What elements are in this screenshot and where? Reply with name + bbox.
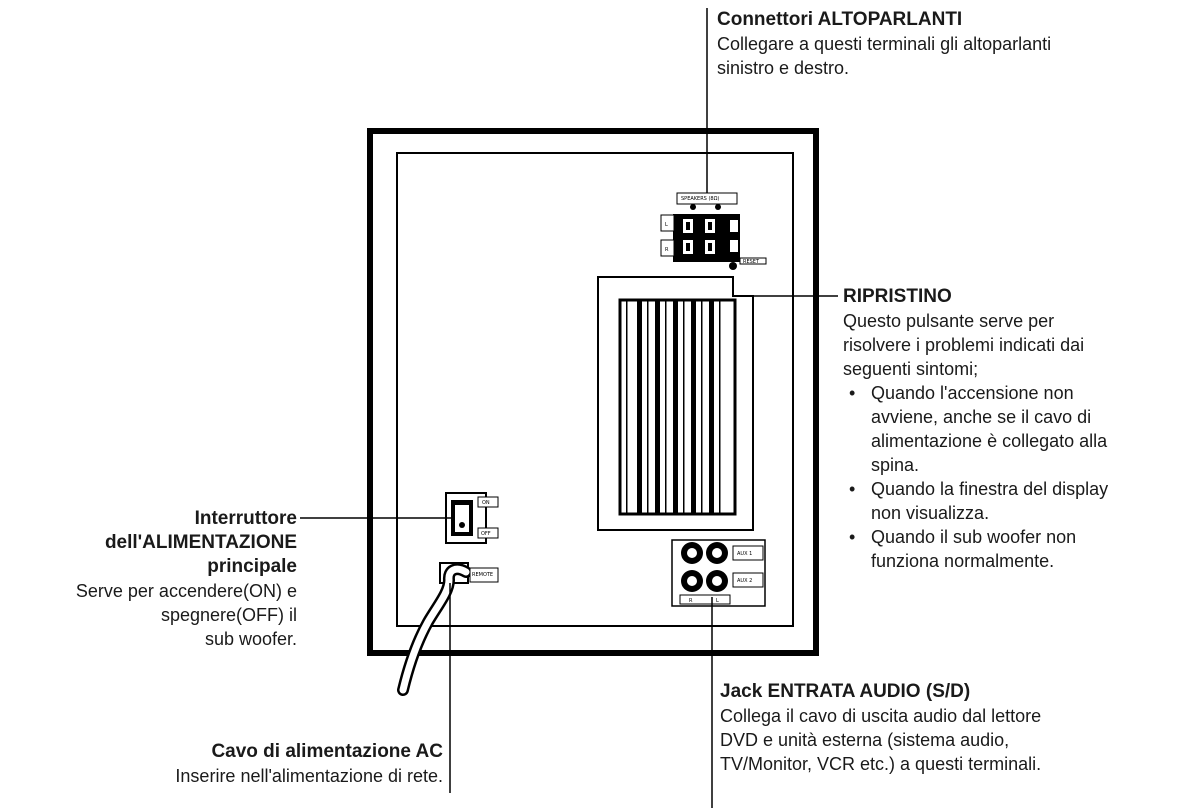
reset-callout: RIPRISTINO Questo pulsante serve per ris… [843, 285, 1173, 573]
audio-in-callout: Jack ENTRATA AUDIO (S/D) Collega il cavo… [720, 680, 1041, 776]
audio-in-desc-1: Collega il cavo di uscita audio dal lett… [720, 706, 1042, 726]
speakers-panel-label: SPEAKERS (8Ω) [681, 196, 719, 202]
jack-r-label: R [689, 598, 693, 604]
ac-cord-callout: Cavo di alimentazione AC Inserire nell'a… [175, 740, 443, 788]
reset-bullet-1-line1: Quando l'accensione non [871, 383, 1074, 403]
reset-intro-1: Questo pulsante serve per [843, 311, 1055, 331]
audio-in-desc-2: DVD e unità esterna (sistema audio, [720, 730, 1010, 750]
ac-cord-title: Cavo di alimentazione AC [211, 741, 443, 762]
remote-label: REMOTE [472, 572, 493, 578]
reset-bullet-3-line1: Quando il sub woofer non [871, 527, 1077, 547]
vent-opening [597, 276, 754, 531]
reset-bullet-2-line2: non visualizza. [871, 503, 990, 523]
bullet-dot: • [849, 479, 856, 499]
ac-cord-desc: Inserire nell'alimentazione di rete. [175, 766, 443, 786]
reset-tag-label: RESET [743, 259, 760, 265]
speakers-title: Connettori ALTOPARLANTI [717, 9, 963, 30]
reset-intro-2: risolvere i problemi indicati dai [843, 335, 1085, 355]
switch-title-1: Interruttore [194, 508, 297, 529]
aux2-label: AUX 2 [737, 578, 752, 584]
reset-bullet-1-line3: alimentazione è collegato alla [871, 431, 1108, 451]
aux1-label: AUX 1 [737, 551, 752, 557]
power-switch-callout: Interruttore dell'ALIMENTAZIONE principa… [76, 507, 297, 651]
speaker-terminals: SPEAKERS (8Ω) L R [660, 192, 740, 262]
bullet-dot: • [849, 383, 856, 403]
reset-button-graphic: RESET [729, 257, 767, 270]
reset-bullet-1-line2: avviene, anche se il cavo di [871, 407, 1092, 427]
switch-title-2: dell'ALIMENTAZIONE [104, 532, 297, 553]
reset-bullet-3: • Quando il sub woofer non funziona norm… [843, 525, 1173, 573]
speakers-desc-line1: Collegare a questi terminali gli altopar… [717, 34, 1052, 54]
switch-desc-2: spegnere(OFF) il [160, 605, 297, 625]
reset-bullet-3-line2: funziona normalmente. [871, 551, 1055, 571]
reset-title: RIPRISTINO [843, 286, 952, 307]
reset-intro-3: seguenti sintomi; [843, 359, 979, 379]
speaker-right-label: R [665, 247, 669, 253]
switch-off-label: OFF [481, 531, 491, 537]
reset-bullet-1: • Quando l'accensione non avviene, anche… [843, 381, 1173, 477]
switch-desc-3: sub woofer. [204, 629, 297, 649]
bullet-dot: • [849, 527, 856, 547]
speakers-desc-line2: sinistro e destro. [717, 58, 850, 78]
reset-bullet-2: • Quando la finestra del display non vis… [843, 477, 1173, 525]
power-switch-graphic: ON OFF [445, 492, 499, 544]
switch-desc-1: Serve per accendere(ON) e [75, 581, 297, 601]
reset-bullet-1-line4: spina. [871, 455, 920, 475]
ac-cord-graphic: REMOTE [397, 562, 499, 696]
switch-on-label: ON [482, 500, 490, 506]
speakers-callout: Connettori ALTOPARLANTI Collegare a ques… [717, 8, 1051, 80]
audio-in-title: Jack ENTRATA AUDIO (S/D) [720, 681, 971, 702]
switch-title-3: principale [207, 556, 297, 577]
speaker-left-label: L [665, 222, 668, 228]
reset-bullet-2-line1: Quando la finestra del display [871, 479, 1109, 499]
aux-jacks-graphic: AUX 1 AUX 2 R L [671, 539, 766, 607]
audio-in-desc-3: TV/Monitor, VCR etc.) a questi terminali… [720, 754, 1042, 774]
jack-l-label: L [716, 598, 719, 604]
